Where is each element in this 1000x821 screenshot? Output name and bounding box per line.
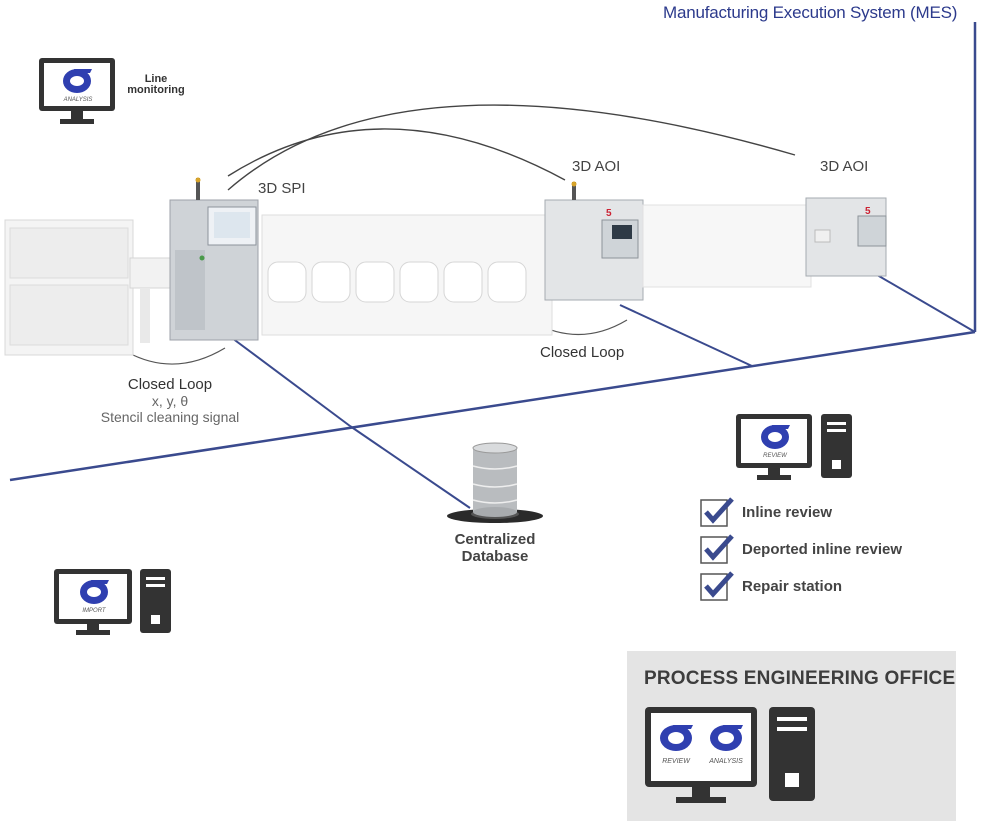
office-screen-label-review: REVIEW [662,758,690,765]
computer-icon [645,707,815,803]
svg-text:5: 5 [606,208,612,219]
review-workstation: REVIEW [735,412,855,482]
office-workstation: REVIEW ANALYSIS [644,705,844,815]
spi-label: 3D SPI [258,180,306,197]
database-line1: Centralized [454,531,536,548]
check-repair-station: Repair station [700,570,842,602]
database-line2: Database [461,548,529,565]
closed-loop-left-stencil: Stencil cleaning signal [100,409,240,425]
check-inline-review: Inline review [700,496,832,528]
line-monitoring-screen-label: ANALYSIS [63,97,93,103]
computer-icon [736,414,852,480]
checkbox-checked-icon [700,497,734,527]
checkbox-checked-icon [700,534,734,564]
svg-text:5: 5 [865,206,871,217]
line-monitoring-label: Line monitoring [125,74,187,96]
database-label: Centralized Database [430,531,560,565]
office-screen-label-analysis: ANALYSIS [709,758,743,765]
closed-loop-left-xyz: x, y, θ [151,393,189,409]
check-label: Repair station [742,577,843,595]
line-monitoring-line2: monitoring [127,84,185,96]
closed-loop-left: Closed Loop x, y, θ Stencil cleaning sig… [80,376,260,425]
process-engineering-office: PROCESS ENGINEERING OFFICE REVIEW ANALYS… [627,651,956,821]
aoi-machine-2: 5 [805,197,887,277]
checkbox-checked-icon [700,571,734,601]
check-label: Inline review [742,503,833,521]
line-monitoring-line1: Line [144,73,168,85]
check-deported-review: Deported inline review [700,533,902,565]
office-title: PROCESS ENGINEERING OFFICE [644,668,956,689]
reflow-oven [261,214,586,336]
review-screen-label: REVIEW [763,453,787,459]
aoi1-label: 3D AOI [572,158,621,175]
loader-machine [4,219,176,356]
computer-icon [54,569,171,635]
import-screen-label: IMPORT [82,608,106,614]
spi-machine [169,177,259,341]
monitor-icon [39,58,115,124]
database-icon [445,440,545,525]
import-workstation: IMPORT [53,567,173,637]
aoi-machine-1: 5 [544,181,644,301]
line-monitoring-monitor: ANALYSIS [38,57,118,127]
closed-loop-left-title: Closed Loop [127,376,213,393]
check-label: Deported inline review [742,540,903,558]
aoi2-label: 3D AOI [820,158,869,175]
mes-title: Manufacturing Execution System (MES) [663,3,958,22]
conveyor-2 [642,204,812,288]
closed-loop-right: Closed Loop [540,344,625,361]
